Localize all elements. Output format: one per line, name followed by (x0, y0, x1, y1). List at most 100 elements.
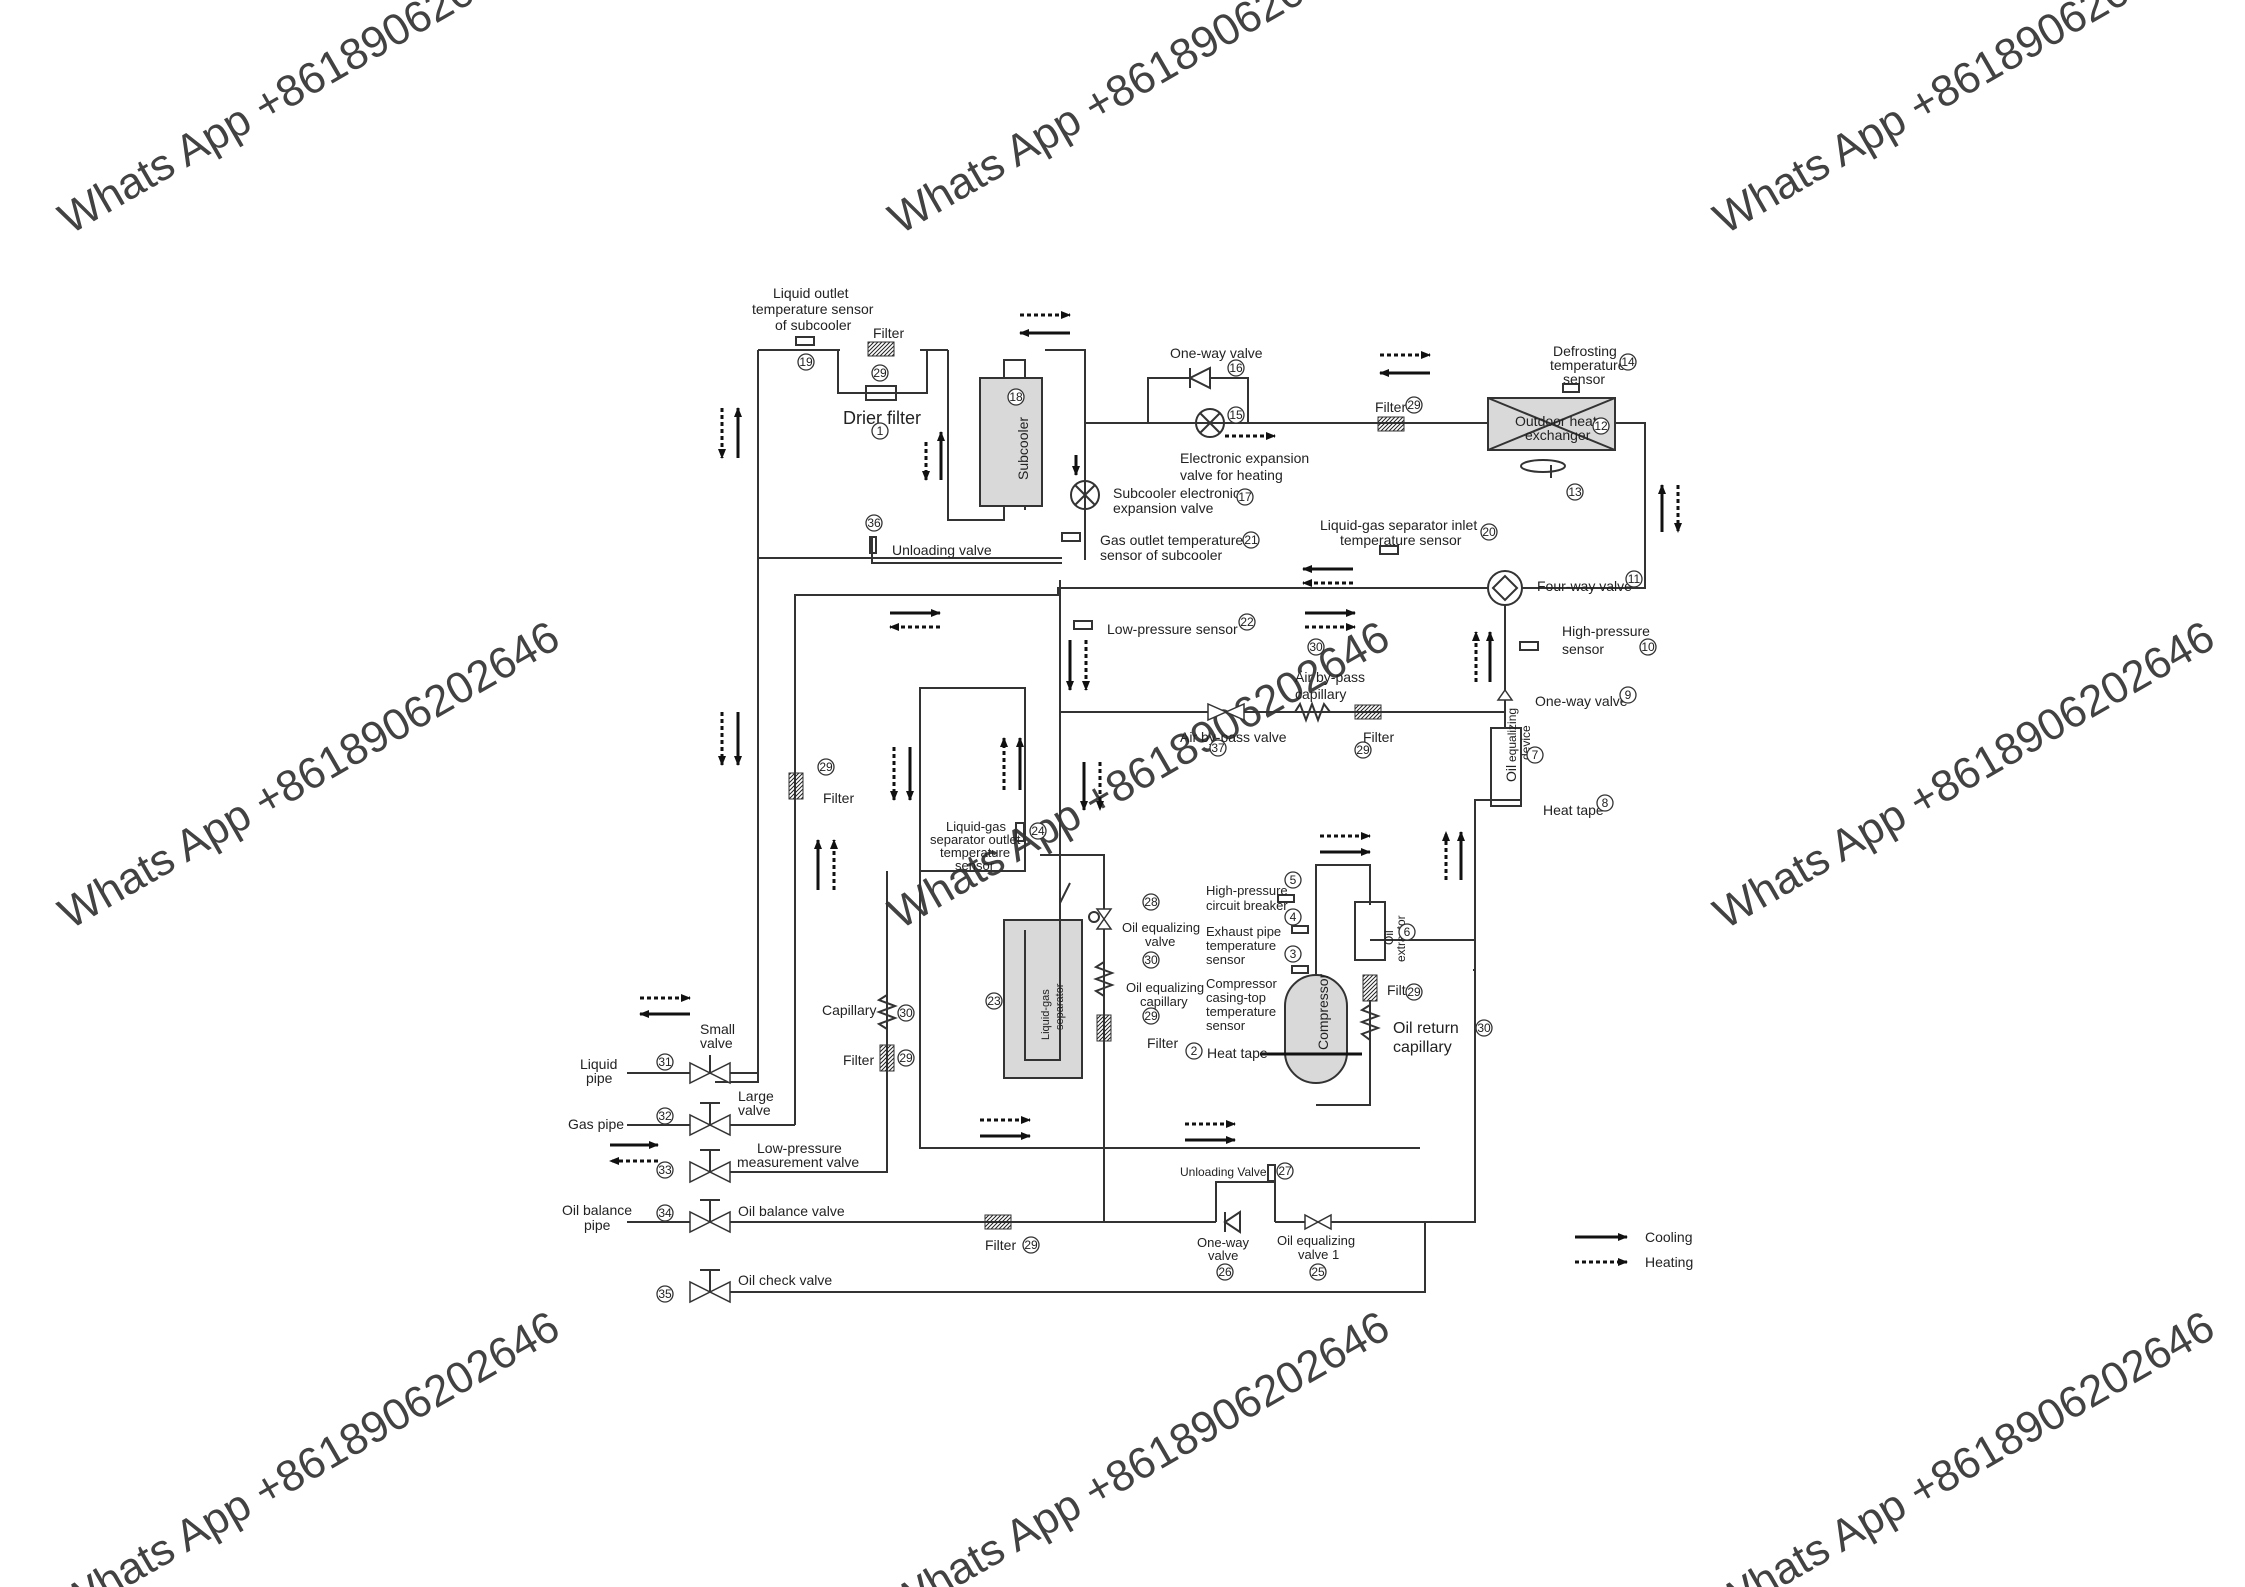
label: Exhaust pipe (1206, 924, 1281, 939)
callout-31: 31 (658, 1055, 672, 1069)
legend-cooling-label: Cooling (1645, 1229, 1692, 1245)
one-way-valve-26-icon (1223, 1210, 1241, 1234)
label: separator outlet (930, 832, 1021, 847)
flow-arrows (609, 311, 1682, 1165)
pipe-bottom-return (919, 871, 1420, 1149)
label: Electronic expansion (1180, 450, 1309, 466)
watermark: Whats App +8618906202646 (1706, 612, 2223, 939)
label: High-pressure (1206, 883, 1288, 898)
label: capillary (1393, 1039, 1452, 1056)
filter-29-icon (1377, 416, 1405, 432)
callout-22: 22 (1240, 615, 1254, 629)
drier-filter-icon (865, 385, 897, 401)
label: Low-pressure (757, 1140, 842, 1156)
callout-6: 6 (1404, 925, 1411, 939)
label: capillary (1295, 686, 1346, 702)
label: temperature sensor (1340, 532, 1462, 548)
oil-eq-valve-1-icon (1304, 1213, 1332, 1231)
callout-12: 12 (1594, 419, 1608, 433)
callout-29: 29 (819, 760, 833, 774)
watermark: Whats App +8618906202646 (51, 1302, 568, 1587)
pipe-capillary-line (713, 871, 888, 1173)
watermark: Whats App +8618906202646 (1706, 0, 2223, 244)
label: temperature sensor (752, 301, 874, 317)
oil-check-valve-icon (689, 1269, 731, 1304)
callout-29: 29 (899, 1051, 913, 1065)
label: measurement valve (737, 1154, 859, 1170)
filter-bypass-icon (1354, 704, 1382, 720)
lgs-outlet-sensor-icon (1015, 822, 1025, 842)
label: Four-way valve (1537, 578, 1632, 594)
label: Low-pressure sensor (1107, 621, 1238, 637)
callout-25: 25 (1311, 1265, 1325, 1279)
label: valve (1208, 1248, 1238, 1263)
pipe-oil-balance-2 (1215, 1181, 1276, 1222)
watermark: Whats App +8618906202646 (51, 0, 568, 244)
lp-meas-valve-icon (689, 1149, 731, 1184)
callout-29: 29 (1024, 1238, 1038, 1252)
hp-breaker-icon (1277, 894, 1295, 903)
label: sensor (1206, 952, 1246, 967)
label: Small (700, 1021, 735, 1037)
label: Heat tape (1207, 1045, 1268, 1061)
oil-balance-valve-icon (689, 1199, 731, 1234)
pipe-gas-header (794, 587, 1488, 1125)
pipe-lgs-box (919, 687, 1026, 872)
label: Filter (1147, 1035, 1178, 1051)
oil-eq-valve-28-icon (1088, 911, 1100, 923)
label: valve for heating (1180, 467, 1283, 483)
label: equalizing (1505, 708, 1519, 762)
filter-left-icon (788, 772, 804, 800)
callout-30: 30 (1309, 640, 1323, 654)
callout-29: 29 (1407, 985, 1421, 999)
label: Unloading Valve (1180, 1165, 1267, 1179)
label: Gas outlet temperature (1100, 532, 1243, 548)
label: Defrosting (1553, 343, 1617, 359)
pipe-unloading-down (871, 538, 1062, 564)
callout-33: 33 (658, 1163, 672, 1177)
label: temperature (1206, 938, 1276, 953)
lgs-icon (1003, 919, 1083, 1079)
oil-equalizing-device-icon (1490, 727, 1522, 807)
label: Liquid-gas (946, 819, 1006, 834)
label: Liquid-gas separator inlet (1320, 517, 1477, 533)
label: Filter (873, 325, 904, 341)
air-bypass-capillary-icon (1294, 701, 1331, 723)
liquid-outlet-sensor-icon (795, 336, 815, 346)
pipe-lgs-main (1040, 854, 1105, 1082)
large-valve-icon (689, 1102, 731, 1137)
label: of subcooler (775, 317, 852, 333)
fan-icon (1520, 459, 1566, 473)
label: temperature (1206, 1004, 1276, 1019)
unloading-valve-36-icon (869, 536, 877, 554)
label: Outdoor heat (1515, 413, 1597, 429)
label: Air by-pass valve (1180, 729, 1287, 745)
callout-29: 29 (1144, 1009, 1158, 1023)
label: Gas pipe (568, 1116, 624, 1132)
label: One-way valve (1535, 693, 1628, 709)
pipe-oil-return (1316, 1000, 1371, 1106)
pipe-subcooler-right (1045, 349, 1086, 560)
callout-30: 30 (899, 1006, 913, 1020)
label: expansion valve (1113, 500, 1214, 516)
lgs-inlet-sensor-icon (1379, 545, 1399, 555)
callout-17: 17 (1238, 490, 1252, 504)
label: Liquid (580, 1056, 617, 1072)
small-valve-icon (689, 1055, 731, 1085)
callout-7: 7 (1532, 748, 1539, 762)
watermark: Whats App +8618906202646 (51, 612, 568, 939)
compressor-icon (1284, 974, 1348, 1084)
callout-1: 1 (877, 424, 884, 438)
label: separator (1054, 983, 1066, 1030)
callout-18: 18 (1009, 390, 1023, 404)
label: pipe (586, 1070, 613, 1086)
label: exchanger (1525, 427, 1591, 443)
label: Subcooler (1015, 417, 1031, 480)
label: sensor (1562, 641, 1604, 657)
callout-29: 29 (873, 366, 887, 380)
label: Oil return (1393, 1020, 1459, 1037)
label: Oil balance valve (738, 1203, 845, 1219)
filter-oil-eq-icon (1096, 1014, 1112, 1042)
label: One-way (1197, 1235, 1250, 1250)
